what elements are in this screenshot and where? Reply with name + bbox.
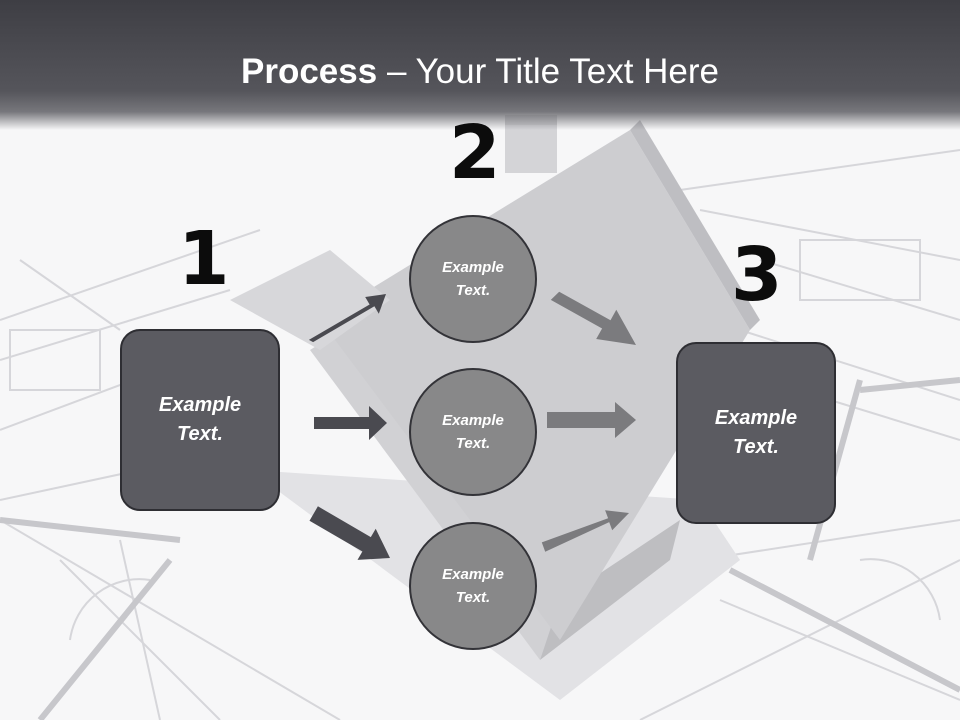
step-2-circle-middle: Example Text. (409, 368, 537, 496)
step-3-text-line2: Text. (733, 436, 779, 458)
title-rest-part: – Your Title Text Here (377, 52, 719, 91)
circle-top-text-line2: Text. (455, 282, 491, 299)
step-3-text-line1: Example (714, 407, 798, 429)
title-bold-part: Process (241, 52, 378, 91)
step-number-3: 3 (731, 232, 783, 318)
slide-title: Process – Your Title Text Here (0, 52, 960, 92)
circle-bottom-text-line1: Example (442, 566, 504, 583)
step-1-text-line2: Text. (177, 423, 223, 445)
circle-middle-text-line2: Text. (455, 435, 491, 452)
step-2-circle-top: Example Text. (409, 215, 537, 343)
circle-top-text-line1: Example (442, 259, 504, 276)
step-2-circle-bottom: Example Text. (409, 522, 537, 650)
step-1-box: Example Text. (120, 329, 280, 511)
circle-bottom-text-line2: Text. (455, 589, 491, 606)
circle-middle-text-line1: Example (442, 412, 504, 429)
step-1-text-line1: Example (158, 394, 242, 416)
step-number-2: 2 (449, 110, 501, 196)
step-number-1: 1 (178, 216, 230, 302)
step-3-box: Example Text. (676, 342, 836, 524)
title-bar: Process – Your Title Text Here (0, 0, 960, 130)
